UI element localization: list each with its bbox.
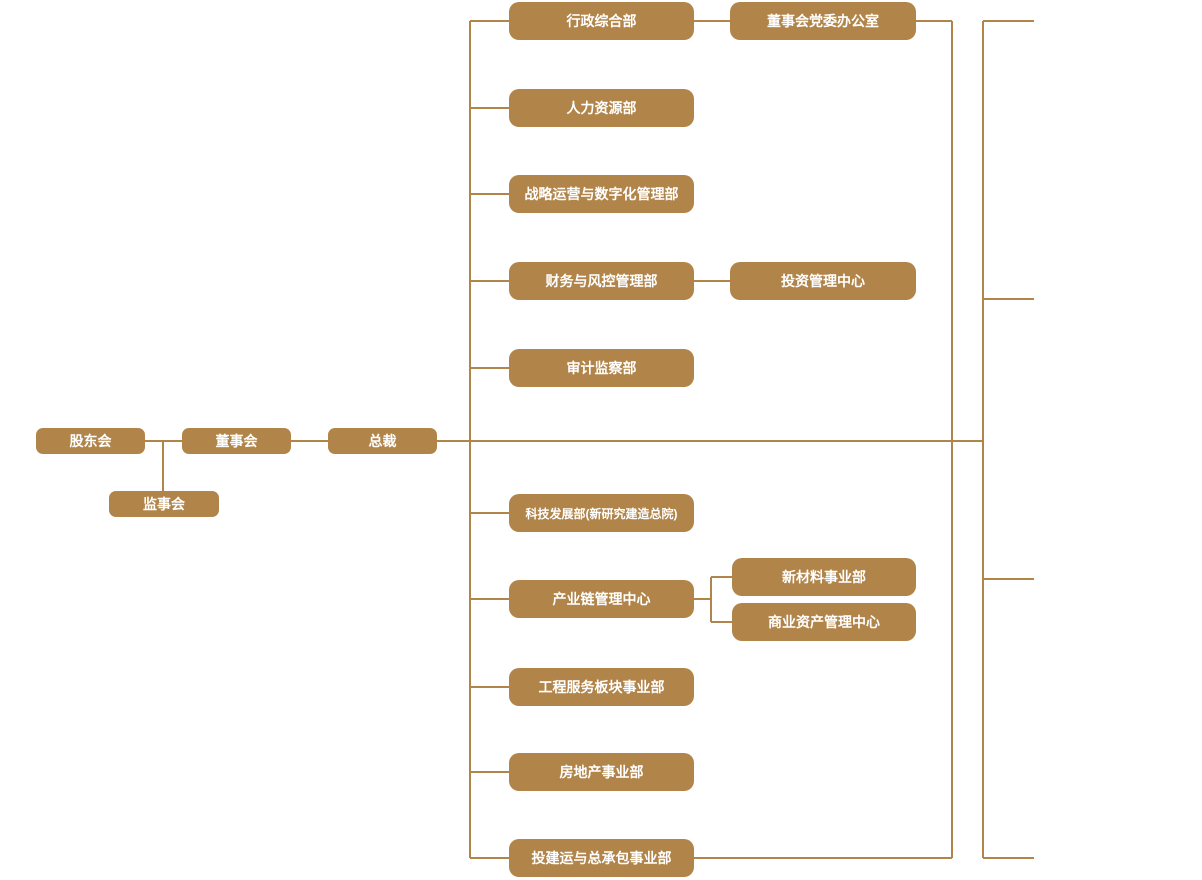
org-node-new-materials-division: 新材料事业部 [732,558,916,596]
connector-stub-finance-risk [470,280,509,282]
connector-stub-industry-chain [470,598,509,600]
connector-industry-chain-branch [694,598,711,600]
org-node-strategy-digital-dept: 战略运营与数字化管理部 [509,175,694,213]
connector-stub-audit-supervision [470,367,509,369]
connector-stub-admin-general [470,20,509,22]
org-node-commercial-asset-center: 商业资产管理中心 [732,603,916,641]
connector-bracket-to-new-materials [711,576,732,578]
org-node-shareholders-meeting: 股东会 [36,428,145,454]
connector-stub-investment-epc [470,857,509,859]
connector-stub-tech-development [470,512,509,514]
org-node-engineering-services-division: 工程服务板块事业部 [509,668,694,706]
connector-investment-epc-to-mid-spine [694,857,952,859]
connector-stub-real-estate [470,771,509,773]
connector-party-office-to-mid-spine [916,20,952,22]
org-node-board-party-office: 董事会党委办公室 [730,2,916,40]
org-node-audit-supervision-dept: 审计监察部 [509,349,694,387]
org-node-industry-chain-center: 产业链管理中心 [509,580,694,618]
org-node-board-of-directors: 董事会 [182,428,291,454]
connector-finance-to-investment-center [694,280,730,282]
connector-dept-spine [469,21,471,858]
org-node-finance-risk-dept: 财务与风控管理部 [509,262,694,300]
connector-far-right-stub-2 [983,298,1034,300]
connector-far-right-stub-3 [983,578,1034,580]
connector-drop-to-supervisory-board [162,441,164,491]
connector-board-to-president [290,440,328,442]
connector-stub-strategy-digital [470,193,509,195]
org-node-hr-dept: 人力资源部 [509,89,694,127]
org-node-investment-epc-division: 投建运与总承包事业部 [509,839,694,877]
org-node-supervisory-board: 监事会 [109,491,219,517]
org-node-tech-development-dept: 科技发展部(新研究建造总院) [509,494,694,532]
org-node-investment-management-center: 投资管理中心 [730,262,916,300]
connector-stub-hr [470,107,509,109]
org-node-real-estate-division: 房地产事业部 [509,753,694,791]
connector-stub-engineering-services [470,686,509,688]
connector-far-right-stub-4 [983,857,1034,859]
connector-president-to-far-right-spine [437,440,984,442]
connector-admin-to-party-office [694,20,730,22]
connector-mid-right-spine [951,21,953,858]
connector-bracket-to-commercial-asset [711,621,732,623]
org-node-admin-general-dept: 行政综合部 [509,2,694,40]
connector-far-right-stub-1 [983,20,1034,22]
connector-far-right-spine [982,21,984,858]
org-node-president: 总裁 [328,428,437,454]
connector-industry-chain-bracket [710,577,712,622]
